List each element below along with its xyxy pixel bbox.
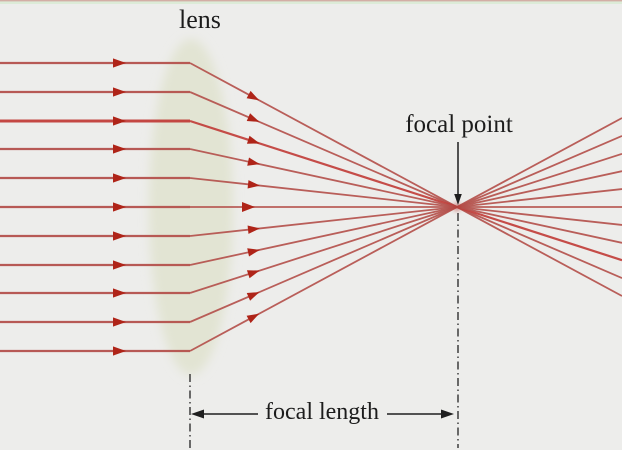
ray-arrowhead-icon — [246, 113, 260, 122]
ray-arrowhead-icon — [113, 231, 126, 241]
ray-arrowhead-icon — [113, 288, 126, 298]
light-ray-refracted — [189, 170, 622, 266]
focal-length-label: focal length — [265, 399, 379, 425]
ray-arrowhead-icon — [113, 87, 126, 97]
light-ray-refracted — [189, 148, 622, 244]
ray-arrowhead-icon — [246, 292, 260, 301]
light-ray-refracted — [189, 91, 622, 279]
top-border-band — [0, 0, 622, 4]
ray-arrowhead-icon — [113, 144, 126, 154]
light-ray-refracted — [189, 135, 622, 323]
top-border-edge — [0, 0, 622, 2]
ray-arrowhead-icon — [113, 202, 126, 212]
ray-arrowhead-icon — [113, 116, 126, 126]
ray-arrowhead-icon — [247, 225, 260, 234]
down-arrow-icon — [454, 194, 462, 205]
ray-arrowhead-icon — [246, 270, 260, 279]
ray-arrowhead-icon — [113, 346, 126, 356]
ray-arrowhead-icon — [113, 260, 126, 270]
ray-arrowhead-icon — [113, 317, 126, 327]
lens-label: lens — [179, 5, 221, 34]
light-ray-refracted — [189, 188, 622, 237]
right-arrow-icon — [441, 409, 454, 419]
ray-arrowhead-icon — [246, 90, 260, 101]
ray-arrowhead-icon — [247, 157, 260, 166]
ray-arrowhead-icon — [113, 58, 126, 68]
light-ray-refracted — [189, 152, 622, 294]
focal-point-label: focal point — [405, 111, 513, 138]
ray-arrowhead-icon — [246, 135, 260, 144]
ray-arrowhead-icon — [242, 202, 255, 212]
ray-arrowhead-icon — [113, 173, 126, 183]
left-arrow-icon — [191, 409, 204, 419]
ray-arrowhead-icon — [246, 313, 260, 324]
light-ray-refracted — [189, 119, 622, 262]
ray-arrowhead-icon — [247, 248, 260, 257]
ray-arrowhead-icon — [247, 180, 260, 189]
light-ray-refracted — [189, 177, 622, 226]
focal-point-blob — [453, 203, 461, 211]
light-ray-refracted — [189, 62, 622, 297]
light-ray-refracted — [189, 117, 622, 352]
